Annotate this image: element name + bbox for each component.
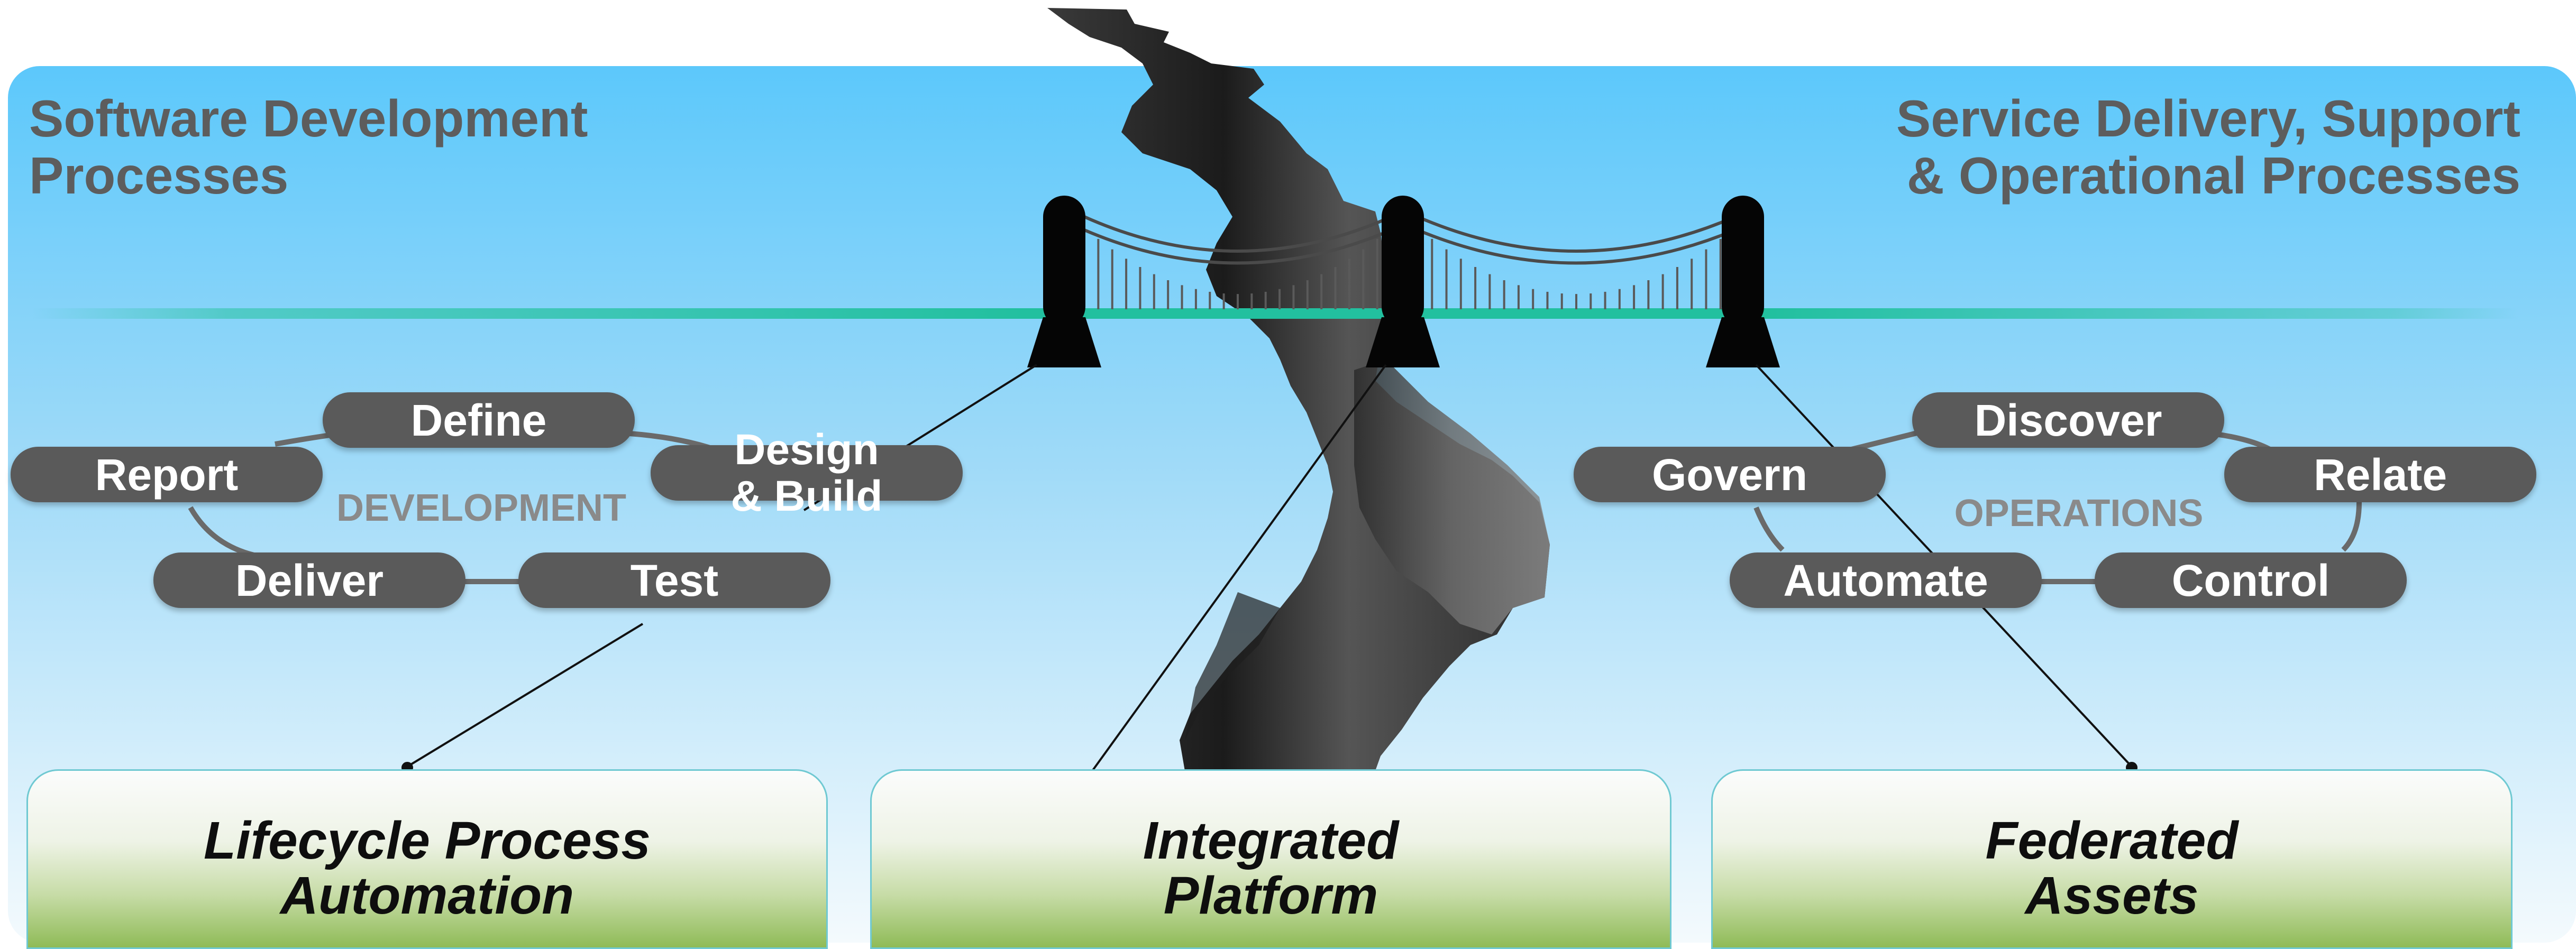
- operations-label: OPERATIONS: [1954, 492, 2204, 535]
- stage-design-line2: & Build: [730, 472, 883, 520]
- stage-automate: Automate: [1730, 552, 2042, 608]
- left-title-line1: Software Development: [29, 89, 588, 148]
- foundation-lifecycle-process-automation: Lifecycle Process Automation: [26, 769, 828, 949]
- right-title: Service Delivery, Support & Operational …: [1896, 90, 2520, 204]
- foundation-3-line2: Assets: [2025, 866, 2199, 925]
- tower-center: [1366, 196, 1440, 367]
- right-title-line2: & Operational Processes: [1906, 146, 2520, 205]
- stage-govern: Govern: [1574, 447, 1886, 502]
- stage-design-line1: Design: [734, 425, 879, 474]
- stage-define: Define: [323, 392, 635, 448]
- foundation-1-line1: Lifecycle Process: [204, 811, 651, 870]
- bridge-deck: [32, 308, 2518, 319]
- chasm: [1047, 8, 1550, 771]
- right-title-line1: Service Delivery, Support: [1896, 89, 2520, 148]
- stage-test: Test: [518, 552, 830, 608]
- stage-report: Report: [11, 447, 323, 502]
- left-title: Software Development Processes: [29, 90, 588, 204]
- foundation-1-line2: Automation: [280, 866, 574, 925]
- stage-deliver: Deliver: [153, 552, 465, 608]
- bridge-towers: [1027, 196, 1780, 367]
- stage-control: Control: [2095, 552, 2407, 608]
- development-label: DEVELOPMENT: [336, 487, 627, 529]
- bridge-cables: [1083, 215, 1736, 265]
- tower-right: [1706, 196, 1780, 367]
- foundation-2-line2: Platform: [1163, 866, 1378, 925]
- sky-panel: [8, 66, 2576, 943]
- left-title-line2: Processes: [29, 146, 289, 205]
- foundation-2-line1: Integrated: [1143, 811, 1399, 870]
- stage-relate: Relate: [2224, 447, 2536, 502]
- foundation-federated-assets: Federated Assets: [1711, 769, 2513, 949]
- foundation-integrated-platform: Integrated Platform: [870, 769, 1671, 949]
- stage-discover: Discover: [1912, 392, 2224, 448]
- tower-left: [1027, 196, 1101, 367]
- foundation-3-line1: Federated: [1985, 811, 2239, 870]
- stage-design-build: Design & Build: [651, 426, 963, 519]
- bridge-hangers: [1097, 238, 1722, 309]
